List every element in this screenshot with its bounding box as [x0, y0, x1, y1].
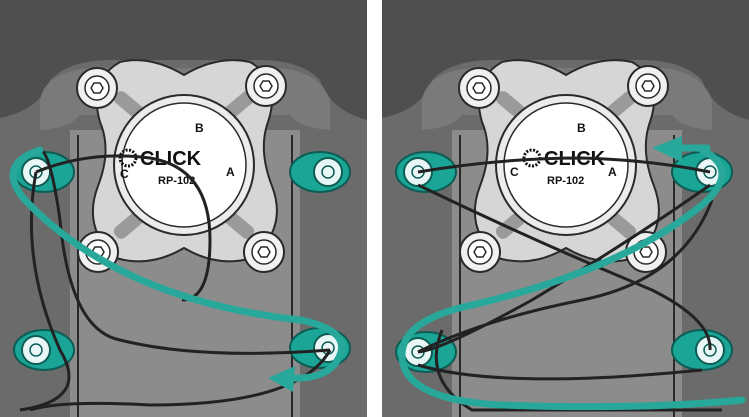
- hex-bolt-icon: [77, 68, 117, 108]
- hex-bolt-icon: [244, 232, 284, 272]
- diagram-panel-left: CLICK RP-102 B C A: [0, 0, 367, 417]
- hex-bolt-icon: [460, 232, 500, 272]
- hex-bolt-icon: [246, 66, 286, 106]
- position-label-a: A: [608, 165, 617, 179]
- position-label-c: C: [510, 165, 519, 179]
- hex-bolt-icon: [459, 68, 499, 108]
- position-label-b: B: [577, 121, 586, 135]
- left-diagram-svg: CLICK RP-102 B C A: [0, 0, 367, 417]
- right-diagram-svg: CLICK RP-102 B C A: [382, 0, 749, 417]
- diagram-panel-right: CLICK RP-102 B C A: [382, 0, 749, 417]
- position-label-c: C: [120, 167, 129, 181]
- torx-screw-icon: [672, 330, 732, 370]
- position-label-b: B: [195, 121, 204, 135]
- model-label: RP-102: [547, 175, 584, 187]
- position-label-a: A: [226, 165, 235, 179]
- hex-bolt-icon: [628, 66, 668, 106]
- torx-screw-icon: [290, 152, 350, 192]
- torx-screw-icon: [14, 330, 74, 370]
